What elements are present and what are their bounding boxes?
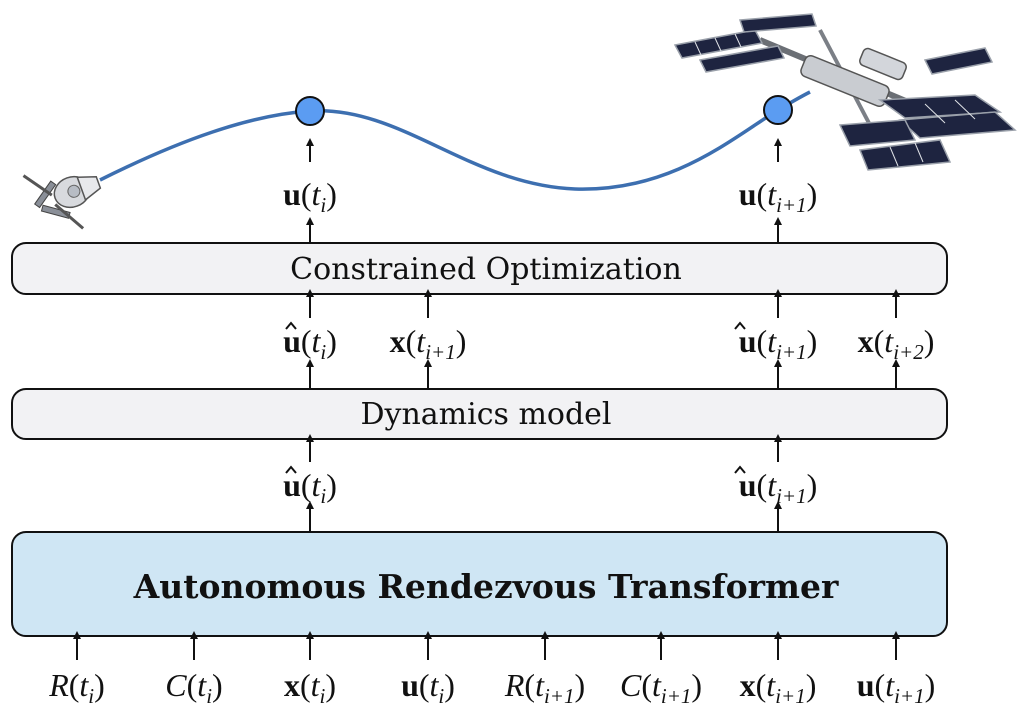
optimization-label: Constrained Optimization bbox=[290, 252, 682, 287]
label-u-ti-top: u(ti) bbox=[283, 176, 337, 217]
dynamics-label: Dynamics model bbox=[360, 397, 611, 432]
space-station-icon bbox=[673, 13, 1017, 171]
label-uhat-ti-low: u(ti) bbox=[283, 467, 337, 508]
input-x-ti: x(ti) bbox=[284, 667, 336, 708]
input-x-ti1: x(ti+1) bbox=[740, 667, 817, 708]
input-c-ti: C(ti) bbox=[165, 667, 222, 708]
input-r-ti1: R(ti+1) bbox=[504, 667, 585, 708]
input-r-ti: R(ti) bbox=[48, 667, 105, 708]
transformer-label: Autonomous Rendezvous Transformer bbox=[133, 567, 839, 606]
label-uhat-ti1-mid: u(ti+1) bbox=[739, 323, 818, 364]
waypoint-marker bbox=[763, 95, 793, 125]
label-uhat-ti1-low: u(ti+1) bbox=[739, 467, 818, 508]
label-x-ti2-mid: x(ti+2) bbox=[858, 323, 935, 364]
trajectory-curve bbox=[99, 90, 811, 191]
label-uhat-ti-mid: u(ti) bbox=[283, 323, 337, 364]
transformer-box: Autonomous Rendezvous Transformer bbox=[11, 531, 948, 637]
label-u-ti1-top: u(ti+1) bbox=[739, 176, 818, 217]
spacecraft-icon bbox=[22, 174, 102, 230]
hat-marks bbox=[285, 321, 746, 474]
input-u-ti1: u(ti+1) bbox=[857, 667, 936, 708]
optimization-box: Constrained Optimization bbox=[11, 242, 948, 295]
input-u-ti: u(ti) bbox=[401, 667, 455, 708]
dynamics-box: Dynamics model bbox=[11, 388, 948, 440]
label-x-ti1-mid: x(ti+1) bbox=[390, 323, 467, 364]
waypoint-marker bbox=[295, 96, 325, 126]
input-c-ti1: C(ti+1) bbox=[620, 667, 702, 708]
